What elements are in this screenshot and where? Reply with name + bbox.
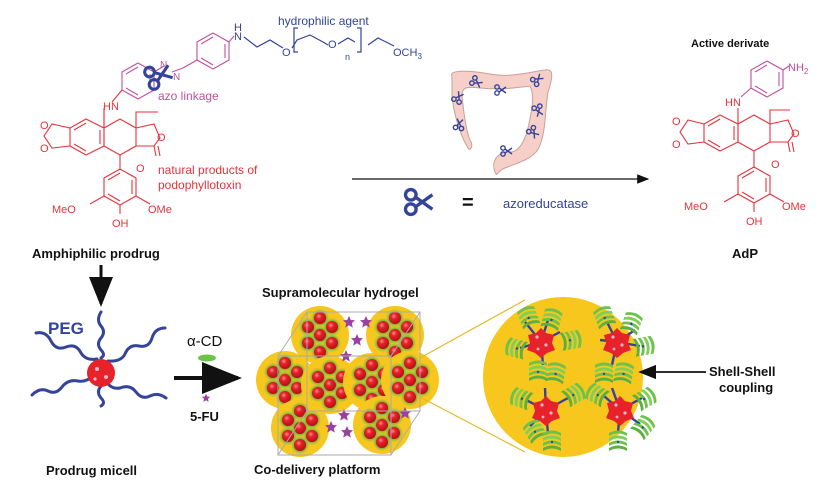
colon-illustration — [450, 69, 553, 175]
atom-o: O — [672, 116, 681, 128]
azo-aryl-rings — [121, 32, 235, 100]
coupling-label: coupling — [719, 380, 773, 395]
prodrug-micell-title: Prodrug micell — [46, 463, 137, 478]
atom-o: O — [40, 143, 49, 155]
methoxy-right: OMe — [148, 204, 172, 216]
5fu-label: 5-FU — [190, 409, 219, 424]
atom-o: O — [771, 159, 780, 171]
azo-n-atom: N — [160, 60, 167, 71]
methoxy-left: MeO — [52, 204, 76, 216]
methoxy-left: MeO — [684, 201, 708, 213]
aminophenyl-ring — [740, 60, 790, 98]
active-core — [679, 108, 795, 212]
podophyllotoxin-label: podophyllotoxin — [158, 178, 241, 192]
shell-shell-label: Shell-Shell — [709, 364, 775, 379]
scissors-cleavage-icon — [141, 59, 176, 93]
hydroxyl: OH — [112, 218, 129, 230]
active-derivate-title: Active derivate — [691, 38, 769, 50]
atom-h: H — [234, 22, 242, 34]
peg-label: PEG — [48, 319, 84, 338]
hn-atom: HN — [725, 97, 741, 109]
hydrophilic-agent-label: hydrophilic agent — [278, 14, 369, 28]
hn-atom: HN — [103, 101, 119, 113]
atom-o: O — [328, 39, 337, 51]
active-derivate-structure: Active derivate NH2 HN O O O O MeO OMe O… — [672, 38, 809, 261]
repeat-n: n — [345, 52, 350, 62]
azo-n-atom: N — [173, 72, 180, 83]
methoxy-group: OCH3 — [393, 47, 422, 61]
azo-linkage-label: azo linkage — [158, 89, 219, 103]
natural-products-label: natural products of — [158, 163, 258, 177]
adp-label: AdP — [732, 246, 758, 261]
podophyllotoxin-core — [43, 89, 161, 214]
micelle-core — [87, 359, 115, 387]
atom-o: O — [672, 139, 681, 151]
zoomed-gel-detail — [483, 297, 659, 457]
atom-o: O — [40, 120, 49, 132]
hydrogel-cube — [256, 306, 439, 457]
nh2-group: NH2 — [788, 62, 809, 76]
alpha-cd-label: α-CD — [187, 333, 222, 350]
peg-chain — [243, 27, 395, 53]
hydroxyl: OH — [746, 216, 763, 228]
atom-o: O — [157, 132, 166, 144]
atom-o: O — [282, 47, 291, 59]
cyclodextrin-icon — [198, 354, 216, 362]
5fu-star-icon — [201, 393, 211, 402]
atom-o: O — [136, 163, 145, 175]
amphiphilic-prodrug-title: Amphiphilic prodrug — [32, 246, 160, 261]
atom-o: O — [791, 128, 800, 140]
co-delivery-platform-title: Co-delivery platform — [254, 462, 380, 477]
atom-n: N — [234, 31, 242, 43]
methoxy-right: OMe — [782, 201, 806, 213]
scissors-legend-icon — [403, 187, 435, 217]
amphiphilic-prodrug-structure: hydrophilic agent H N O O n OCH3 N N azo… — [32, 14, 422, 261]
zoom-lines — [419, 299, 526, 453]
equals-sign: = — [462, 192, 474, 214]
supramolecular-hydrogel-title: Supramolecular hydrogel — [262, 285, 419, 300]
azoreductase-label: azoreducatase — [503, 196, 588, 211]
